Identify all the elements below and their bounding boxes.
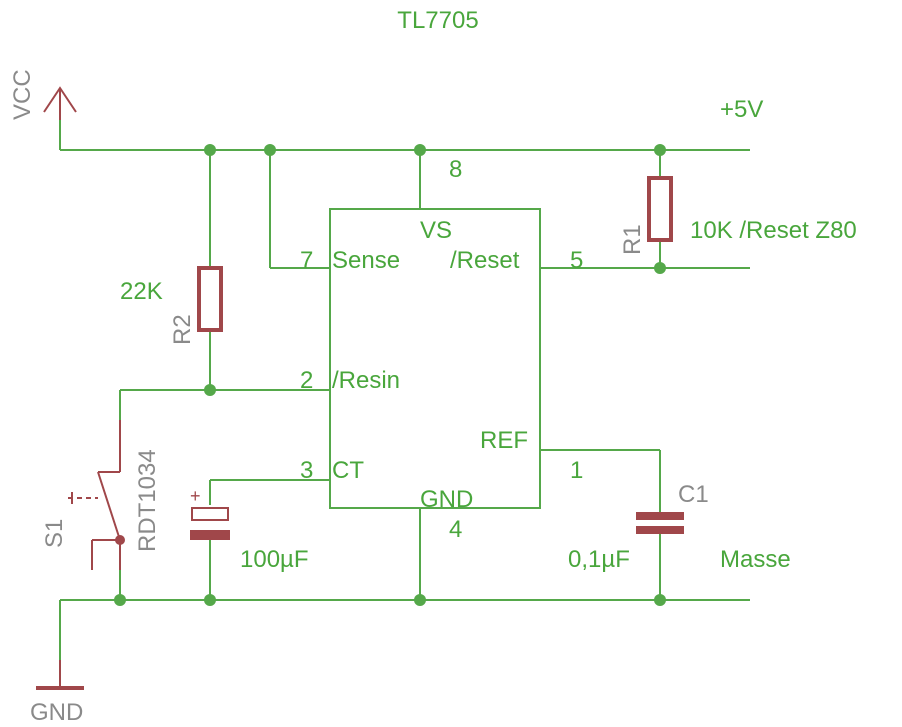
pin-2-number: 2	[300, 367, 313, 394]
c1-value: 0,1µF	[568, 546, 630, 573]
pin-4-name: GND	[420, 486, 473, 513]
gnd-label: GND	[30, 699, 83, 726]
wires	[59, 120, 750, 660]
r1-value: 10K /Reset Z80	[690, 217, 857, 244]
r1-resistor	[647, 176, 673, 242]
pin-1-number: 1	[570, 457, 583, 484]
pin-4-number: 4	[449, 516, 462, 543]
junction-dot	[264, 144, 276, 156]
junction-dot	[114, 594, 126, 606]
pin-3-number: 3	[300, 457, 313, 484]
r2-value: 22K	[120, 278, 163, 305]
r1-ref: R1	[619, 224, 646, 255]
pin-2-name: /Resin	[332, 367, 400, 394]
timing-capacitor	[190, 507, 230, 540]
c1-capacitor	[636, 512, 684, 534]
c1-ref: C1	[678, 481, 709, 508]
junction-dot	[204, 144, 216, 156]
pin-5-name: /Reset	[450, 247, 520, 274]
pin-7-name: Sense	[332, 247, 400, 274]
s1-ref: S1	[41, 519, 68, 548]
s1-value: RDT1034	[134, 449, 161, 552]
capacitor-polarity-mark: +	[190, 486, 201, 506]
pin-1-name: REF	[480, 427, 528, 454]
junction-dots	[114, 144, 666, 606]
net-label-5v: +5V	[720, 96, 763, 123]
pin-8-number: 8	[449, 156, 462, 183]
pin-7-number: 7	[300, 247, 313, 274]
gnd-symbol	[36, 660, 84, 690]
vcc-label: VCC	[9, 69, 36, 120]
junction-dot	[414, 144, 426, 156]
timing-capacitor-value: 100µF	[240, 546, 309, 573]
s1-switch	[68, 420, 125, 570]
junction-dot	[654, 594, 666, 606]
r2-resistor	[197, 266, 223, 332]
pin-8-name: VS	[420, 217, 452, 244]
net-label-masse: Masse	[720, 546, 791, 573]
junction-dot	[654, 144, 666, 156]
junction-dot	[414, 594, 426, 606]
junction-dot	[204, 384, 216, 396]
schematic-title: TL7705	[397, 7, 478, 34]
r2-ref: R2	[169, 314, 196, 345]
pin-5-number: 5	[570, 247, 583, 274]
pin-3-name: CT	[332, 457, 364, 484]
vcc-supply-symbol	[43, 86, 77, 120]
junction-dot	[204, 594, 216, 606]
ic-body	[329, 208, 541, 509]
junction-dot	[654, 262, 666, 274]
